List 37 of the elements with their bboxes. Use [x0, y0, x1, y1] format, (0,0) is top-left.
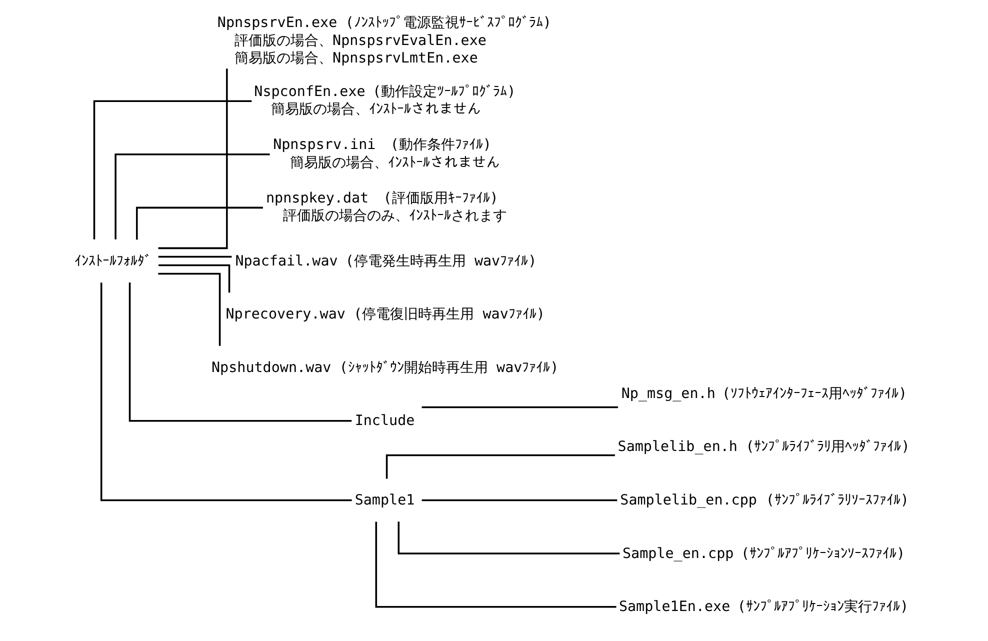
- node-label: (動作設定ﾂｰﾙﾌﾟﾛｸﾞﾗﾑ): [372, 84, 516, 100]
- node-text: ｲﾝｽﾄｰﾙﾌｫﾙﾀﾞ: [74, 253, 152, 270]
- node-label: (停電発生時再生用 wavﾌｧｲﾙ): [345, 253, 537, 270]
- connector: [158, 264, 230, 293]
- node-text: Np_msg_en.h: [621, 386, 716, 402]
- node-text: Npshutdown.wav: [212, 360, 332, 376]
- connector: [386, 454, 615, 479]
- connector: [114, 154, 270, 240]
- node-label: (ｻﾝﾌﾟﾙﾗｲﾌﾞﾗﾘ用ﾍｯﾀﾞﾌｧｲﾙ): [746, 439, 910, 456]
- node-label: (ﾉﾝｽﾄｯﾌﾟ電源監視ｻｰﾋﾞｽﾌﾟﾛｸﾞﾗﾑ): [345, 15, 552, 32]
- connector: [158, 256, 232, 258]
- connector: [158, 272, 221, 346]
- node-text: Nprecovery.wav: [226, 306, 346, 323]
- connector: [93, 100, 252, 240]
- connector: [422, 406, 618, 408]
- node-label: (ｿﾌﾄｳｪｱｲﾝﾀｰﾌｪｰｽ用ﾍｯﾀﾞﾌｧｲﾙ): [722, 386, 908, 402]
- connector: [398, 522, 620, 554]
- node-label: (ｼｬｯﾄﾀﾞｳﾝ開始時再生用 wavﾌｧｲﾙ): [339, 360, 559, 376]
- node-text: Npacfail.wav: [235, 253, 338, 270]
- node-label: (動作条件ﾌｧｲﾙ): [390, 137, 492, 154]
- node-text: Include: [354, 413, 415, 430]
- connector: [158, 68, 228, 250]
- node-label: (ｻﾝﾌﾟﾙｱﾌﾟﾘｹｰｼｮﾝｿｰｽﾌｧｲﾙ): [740, 546, 906, 562]
- connector: [136, 206, 263, 240]
- node-text: Sample_en.cpp: [622, 546, 734, 562]
- connector: [422, 499, 618, 502]
- node-label: (ｻﾝﾌﾟﾙﾗｲﾌﾞﾗﾘｿｰｽﾌｧｲﾙ): [766, 492, 909, 509]
- connector: [100, 282, 352, 502]
- connector: [375, 522, 616, 608]
- connector: [128, 282, 352, 422]
- node-text: Samplelib_en.h: [618, 439, 738, 456]
- node-label: (評価版用ｷｰﾌｧｲﾙ): [383, 190, 498, 206]
- node-label: (ｻﾝﾌﾟﾙｱﾌﾟﾘｹｰｼｮﾝ実行ﾌｧｲﾙ): [737, 599, 909, 616]
- node-label: (停電復旧時再生用 wavﾌｧｲﾙ): [354, 306, 545, 323]
- node-text: Sample1En.exe: [618, 599, 730, 616]
- node-text: Samplelib_en.cpp: [620, 492, 757, 509]
- node-text: Sample1: [354, 492, 415, 509]
